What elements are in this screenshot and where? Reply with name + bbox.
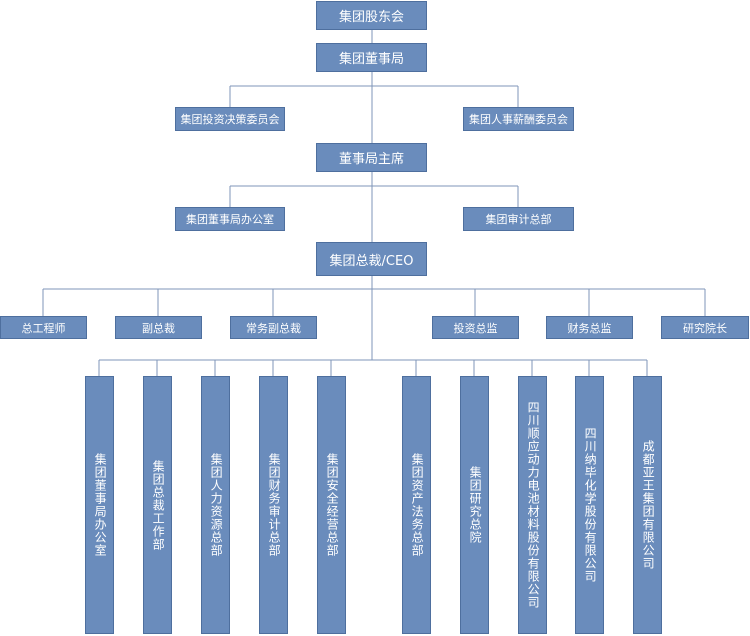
department-box: 集团资产法务总部: [402, 376, 431, 634]
executive-box: 投资总监: [432, 316, 519, 339]
department-box: 集团董事局办公室: [85, 376, 114, 634]
executive-box: 常务副总裁: [230, 316, 317, 339]
department-box: 四川顺应动力电池材料股份有限公司: [518, 376, 547, 634]
executive-box: 财务总监: [546, 316, 633, 339]
department-box: 集团研究总院: [460, 376, 489, 634]
department-box: 四川纳毕化学股份有限公司: [575, 376, 604, 634]
department-box: 集团安全经营总部: [317, 376, 346, 634]
audit-box: 集团审计总部: [463, 207, 574, 231]
ceo-box: 集团总裁/CEO: [316, 242, 427, 276]
board-box: 集团董事局: [316, 43, 427, 72]
department-box: 集团总裁工作部: [143, 376, 172, 634]
shareholders-box: 集团股东会: [316, 1, 427, 30]
executive-box: 研究院长: [661, 316, 749, 339]
executive-box: 总工程师: [0, 316, 87, 339]
department-box: 集团人力资源总部: [201, 376, 230, 634]
executive-box: 副总裁: [115, 316, 202, 339]
board-office-box: 集团董事局办公室: [175, 207, 285, 231]
department-box: 成都亚王集团有限公司: [633, 376, 662, 634]
hr-committee-box: 集团人事薪酬委员会: [463, 107, 574, 131]
investment-committee-box: 集团投资决策委员会: [175, 107, 285, 131]
department-box: 集团财务审计总部: [259, 376, 288, 634]
chairman-box: 董事局主席: [316, 143, 427, 172]
